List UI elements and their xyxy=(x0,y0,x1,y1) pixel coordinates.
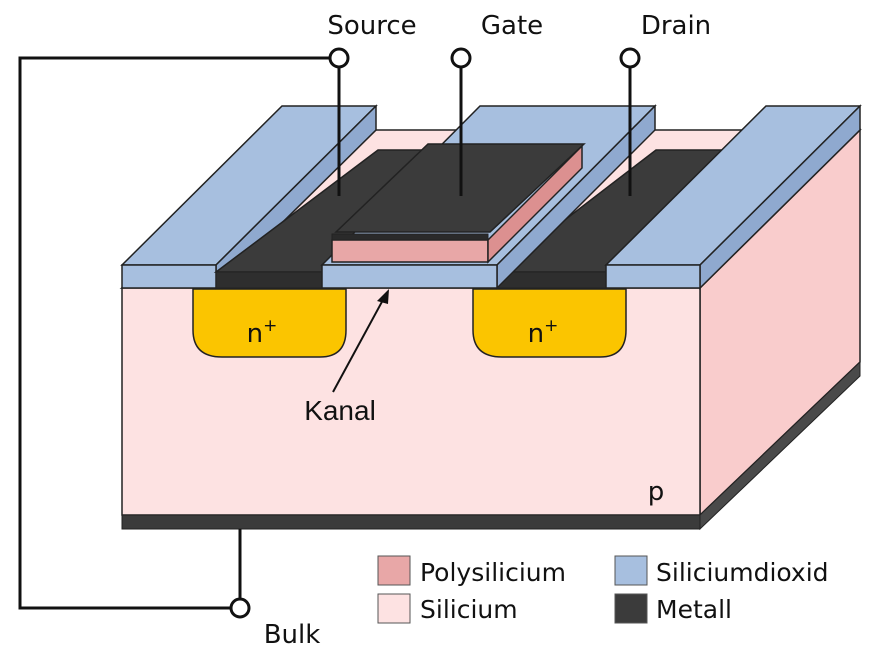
legend-swatch-siliciumdioxid xyxy=(614,555,648,586)
channel-label: Kanal xyxy=(304,395,376,426)
region-labels: n+ n+ p Kanal xyxy=(247,289,665,507)
oxide-right-front xyxy=(605,264,701,289)
channel-arrow-head xyxy=(377,289,389,304)
terminal-nodes xyxy=(229,47,641,619)
n-plus-right-region xyxy=(472,288,627,358)
legend-swatch-silicium xyxy=(377,593,411,624)
legend: Polysilicium Silicium Siliciumdioxid Met… xyxy=(377,555,829,624)
gate-label: Gate xyxy=(481,11,543,41)
legend-label-polysilicium: Polysilicium xyxy=(420,558,566,587)
channel-arrow-line xyxy=(332,297,385,393)
oxide-right xyxy=(604,104,862,290)
gate-terminal xyxy=(450,47,472,69)
legend-swatch-polysilicium xyxy=(377,555,411,586)
substrate-type-label: p xyxy=(648,477,665,507)
polysilicon-front xyxy=(331,239,489,263)
bulk-metal-side xyxy=(699,360,861,531)
drain-terminal xyxy=(619,47,641,69)
bulk-label: Bulk xyxy=(264,620,321,650)
legend-label-silicium: Silicium xyxy=(420,595,518,624)
legend-label-siliciumdioxid: Siliciumdioxid xyxy=(656,558,829,587)
source-label: Source xyxy=(327,11,416,41)
legend-label-metall: Metall xyxy=(656,595,732,624)
source-metal-front xyxy=(215,271,323,289)
source-terminal xyxy=(328,47,350,69)
gate-metal-front xyxy=(331,233,489,241)
polysilicon-side xyxy=(487,144,583,264)
legend-swatch-metall xyxy=(614,593,648,624)
oxide-left-front xyxy=(121,264,217,289)
bulk-metal-front xyxy=(121,514,701,530)
drain-label: Drain xyxy=(641,11,711,41)
bulk-terminal xyxy=(229,597,251,619)
drain-metal-front xyxy=(496,271,607,289)
n-plus-right-label: n+ xyxy=(528,316,559,349)
oxide-center-front xyxy=(321,264,498,289)
n-plus-left-region xyxy=(192,288,347,358)
n-plus-regions xyxy=(192,288,627,358)
terminal-wires xyxy=(18,56,632,610)
bulk-loop-wire xyxy=(18,56,330,610)
terminal-labels: Source Gate Drain Bulk xyxy=(264,11,711,650)
n-plus-left-label: n+ xyxy=(247,316,278,349)
